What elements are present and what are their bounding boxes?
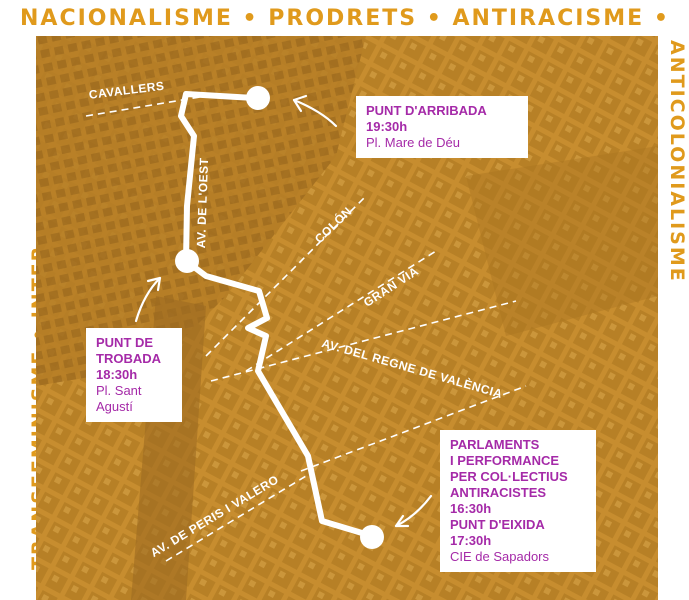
arrow-to-arrival: [292, 98, 338, 128]
meeting-place-1: Pl. Sant: [96, 383, 142, 398]
departure-line-3: PER COL·LECTIUS: [450, 469, 568, 484]
departure-time-2: 17:30h: [450, 533, 492, 548]
departure-point[interactable]: [360, 525, 384, 549]
meeting-title-1: PUNT DE: [96, 335, 154, 350]
arrival-title: PUNT D'ARRIBADA: [366, 103, 487, 118]
departure-line-1: PARLAMENTS: [450, 437, 540, 452]
border-top-text: NACIONALISME • PRODRETS • ANTIRACISME •: [20, 6, 670, 31]
departure-title: PUNT D'EIXIDA: [450, 517, 545, 532]
meeting-info-box: PUNT DE TROBADA 18:30h Pl. Sant Agustí: [86, 328, 182, 422]
granvia-line: [245, 250, 437, 372]
meeting-place-2: Agustí: [96, 399, 133, 414]
meeting-time: 18:30h: [96, 367, 138, 382]
arrival-info-box: PUNT D'ARRIBADA 19:30h Pl. Mare de Déu: [356, 96, 528, 158]
departure-info-box: PARLAMENTS I PERFORMANCE PER COL·LECTIUS…: [440, 430, 596, 572]
pointer-arrows: [134, 94, 433, 528]
map-canvas: [36, 36, 658, 600]
border-right-text: ANTICOLONIALISME: [666, 40, 688, 283]
peris-line: [165, 475, 307, 562]
arrival-place: Pl. Mare de Déu: [366, 135, 460, 150]
meeting-point[interactable]: [175, 249, 199, 273]
departure-place: CIE de Sapadors: [450, 549, 550, 564]
arrival-time: 19:30h: [366, 119, 408, 134]
departure-line-4: ANTIRACISTES: [450, 485, 547, 500]
district-block: [466, 146, 658, 336]
route-map[interactable]: CAVALLERS AV. DE L'OEST COLÓN GRAN VIA A…: [36, 36, 658, 600]
old-town: [36, 36, 366, 386]
departure-line-2: I PERFORMANCE: [450, 453, 560, 468]
departure-time-1: 16:30h: [450, 501, 492, 516]
meeting-title-2: TROBADA: [96, 351, 161, 366]
colon-line: [205, 195, 367, 357]
regne-line-lower: [300, 385, 527, 472]
march-route: [178, 91, 375, 539]
arrival-point[interactable]: [246, 86, 270, 110]
